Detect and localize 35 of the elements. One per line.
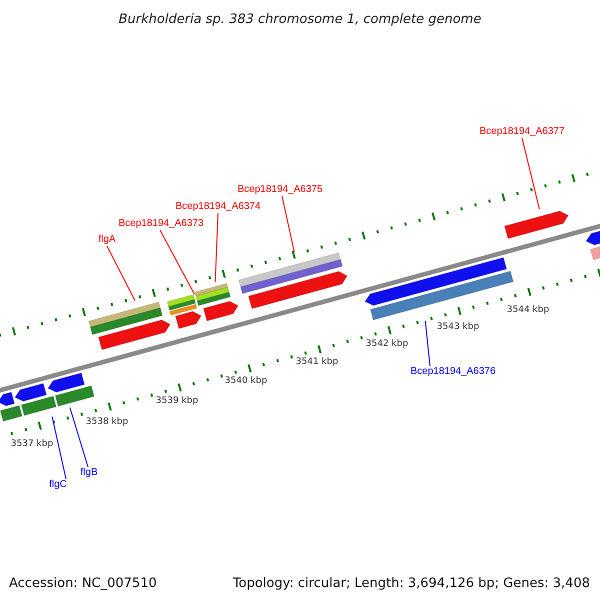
gene-label: Bcep18194_A6376 xyxy=(410,366,496,378)
leader-line xyxy=(52,416,66,480)
gene-feature xyxy=(0,392,23,422)
leader-line xyxy=(69,407,88,468)
gene-feature xyxy=(194,283,239,322)
gene-label: Bcep18194_A6374 xyxy=(175,201,261,213)
gene-feature xyxy=(166,294,202,329)
leader-line xyxy=(106,246,136,302)
footer-text: Topology: circular; Length: 3,694,126 bp; Genes: 3,408 xyxy=(232,575,590,593)
leader-line xyxy=(282,196,295,253)
scale-label: 3541 kbp xyxy=(296,356,338,369)
gene-feature xyxy=(238,252,348,310)
gene-feature xyxy=(88,302,171,350)
diagram-title: Burkholderia sp. 383 chromosome 1, complete genome xyxy=(118,11,482,29)
gene-label: Bcep18194_A6375 xyxy=(237,184,323,196)
footer-text: Accession: NC_007510 xyxy=(9,575,157,593)
gene-feature xyxy=(504,210,569,239)
scale-label: 3540 kbp xyxy=(224,375,268,388)
leader-line xyxy=(160,230,195,295)
gene-label: flgA xyxy=(98,234,116,246)
scale-label: 3537 kbp xyxy=(10,438,54,451)
gene-feature xyxy=(14,382,57,416)
scale-label: 3542 kbp xyxy=(366,338,408,351)
gene-label: Bcep18194_A6373 xyxy=(118,218,204,230)
scale-label: 3543 kbp xyxy=(436,321,480,334)
gene-label: flgB xyxy=(80,467,98,479)
leader-line xyxy=(214,212,218,283)
gene-label: flgC xyxy=(49,479,67,491)
scale-label: 3539 kbp xyxy=(156,395,198,408)
leader-line xyxy=(424,320,430,366)
scale-label: 3544 kbp xyxy=(506,304,550,317)
leader-line xyxy=(522,138,540,210)
scale-label: 3538 kbp xyxy=(86,416,128,429)
gene-label: Bcep18194_A6377 xyxy=(479,126,565,138)
gene-feature xyxy=(47,372,95,407)
